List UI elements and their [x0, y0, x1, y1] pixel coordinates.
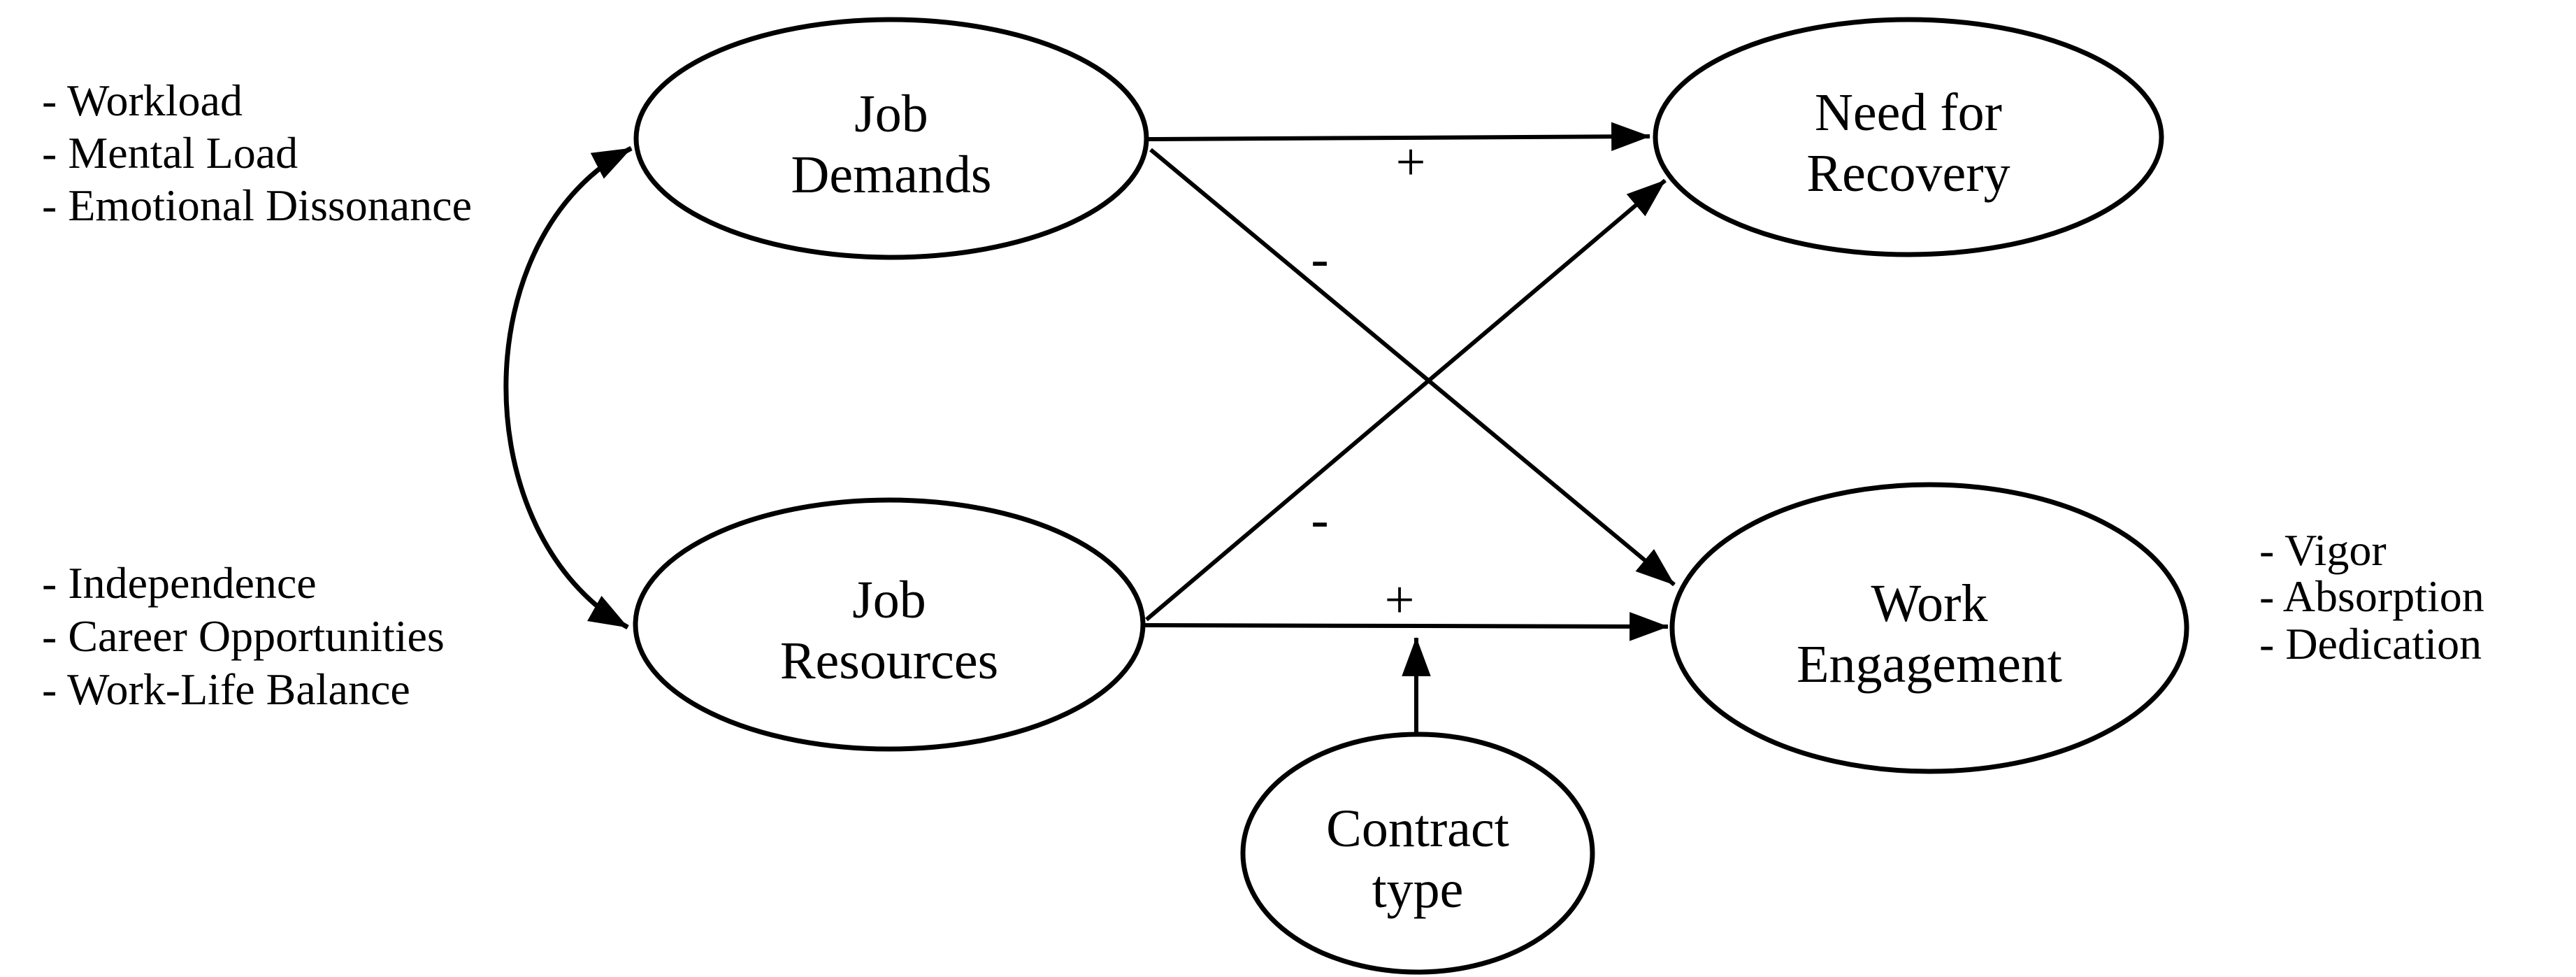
covariance-arrow-job-demands-job-resources [503, 145, 633, 630]
arrow-job-demands-to-need-for-recovery [1147, 122, 1651, 152]
node-label-line: Resources [780, 632, 998, 690]
node-label-line: Job [852, 571, 926, 629]
indicator-item: - Absorption [2259, 571, 2484, 621]
node-label-line: Work [1871, 574, 1988, 633]
indicator-item: - Emotional Dissonance [42, 180, 472, 230]
node-label-line: type [1372, 860, 1464, 919]
arrow-job-resources-to-need-for-recovery [1145, 178, 1667, 622]
indicator-item: - Vigor [2259, 525, 2387, 575]
contract-type-node [1240, 732, 1595, 975]
path-sign-jr-we: + [1385, 571, 1415, 629]
indicator-item: - Independence [42, 558, 317, 608]
indicator-item: - Mental Load [42, 128, 298, 178]
node-label-line: Need for [1815, 83, 2002, 142]
job-resources-node [633, 497, 1146, 752]
path-sign-jd-we: - [1311, 229, 1328, 288]
indicator-item: - Workload [42, 76, 243, 125]
job-demands-node [633, 17, 1149, 260]
node-label-line: Demands [791, 145, 991, 204]
arrow-job-resources-to-work-engagement [1144, 612, 1669, 641]
path-sign-jr-nfr: - [1311, 490, 1328, 549]
node-label-line: Contract [1326, 799, 1509, 858]
arrow-job-demands-to-work-engagement [1149, 148, 1676, 587]
indicator-item: - Work-Life Balance [42, 664, 410, 714]
indicator-item: - Dedication [2259, 619, 2482, 669]
node-label-line: Recovery [1806, 144, 2010, 203]
need-for-recovery-node [1653, 17, 2164, 257]
node-label-line: Engagement [1797, 635, 2062, 694]
path-sign-jd-nfr: + [1396, 133, 1426, 192]
indicator-item: - Career Opportunities [42, 611, 445, 661]
work-engagement-node [1669, 482, 2189, 774]
node-label-line: Job [854, 85, 928, 143]
